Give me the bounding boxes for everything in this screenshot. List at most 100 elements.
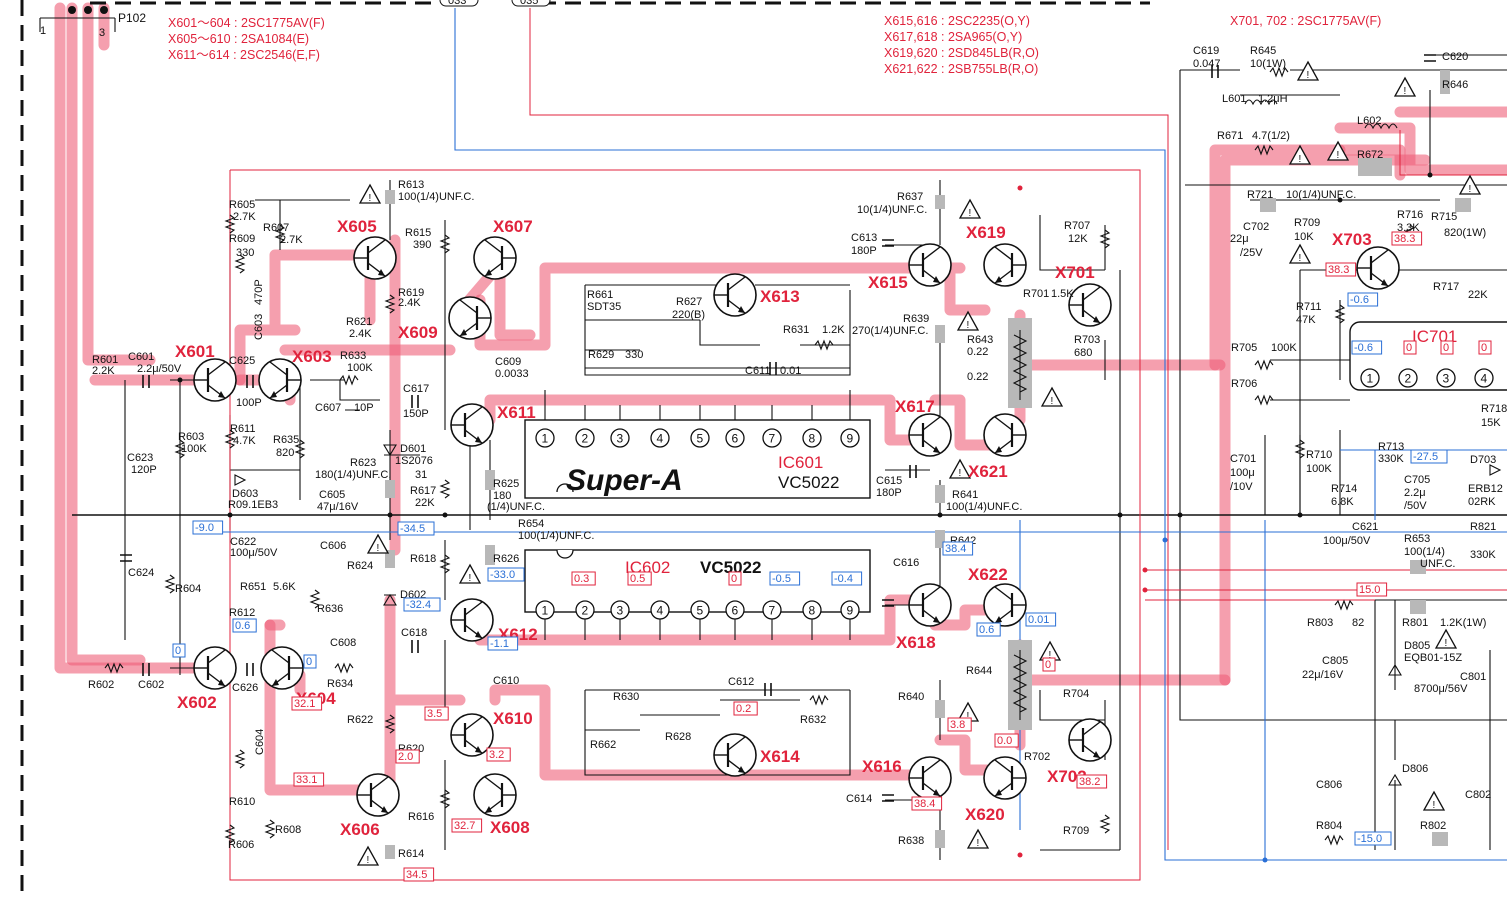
svg-text:100μ: 100μ	[1230, 467, 1255, 479]
svg-text:033: 033	[448, 0, 466, 7]
svg-text:R653: R653	[1404, 533, 1430, 545]
voltage-tag: 32.7	[451, 818, 483, 833]
svg-text:D806: D806	[1402, 763, 1428, 775]
svg-text:5: 5	[697, 604, 704, 618]
svg-text:R717: R717	[1433, 281, 1459, 293]
svg-text:C705: C705	[1404, 474, 1430, 486]
warning-icons: !!!!!!!!!!!!!!!!!!!	[356, 60, 1482, 866]
ic-pin: 8	[802, 600, 822, 620]
ic-pin: 4	[650, 428, 670, 448]
svg-text:2.2μ/50V: 2.2μ/50V	[137, 363, 182, 375]
svg-text:C606: C606	[320, 540, 346, 552]
svg-text:R821: R821	[1470, 521, 1496, 533]
svg-text:390: 390	[413, 239, 431, 251]
ic-pin: 7	[762, 600, 782, 620]
svg-text:R614: R614	[398, 848, 424, 860]
svg-text:180(1/4)UNF.C.: 180(1/4)UNF.C.	[315, 469, 391, 481]
svg-text:D603: D603	[232, 488, 258, 500]
svg-text:3: 3	[617, 432, 624, 446]
ic-pin: 2	[575, 600, 595, 620]
svg-text:8: 8	[809, 604, 816, 618]
ic-pin: 7	[762, 428, 782, 448]
svg-text:R612: R612	[229, 607, 255, 619]
svg-text:10(1/4)UNF.C.: 10(1/4)UNF.C.	[1286, 189, 1356, 201]
svg-text:C602: C602	[138, 679, 164, 691]
svg-text:R714: R714	[1331, 483, 1357, 495]
svg-text:100K: 100K	[181, 443, 207, 455]
svg-text:C801: C801	[1460, 671, 1486, 683]
transistor-symbol	[473, 236, 517, 280]
svg-text:R803: R803	[1307, 617, 1333, 629]
svg-text:10K: 10K	[1294, 231, 1314, 243]
svg-text:22μ: 22μ	[1230, 233, 1249, 245]
svg-text:UNF.C.: UNF.C.	[1420, 558, 1455, 570]
ic-pin: 9	[840, 428, 860, 448]
svg-text:3.2: 3.2	[489, 749, 504, 761]
svg-text:R703: R703	[1074, 334, 1100, 346]
svg-text:C616: C616	[893, 557, 919, 569]
svg-text:X602: X602	[177, 693, 217, 712]
svg-text:X601～604 : 2SC1775AV(F): X601～604 : 2SC1775AV(F)	[168, 16, 325, 30]
svg-text:X618: X618	[896, 633, 936, 652]
svg-text:R615: R615	[405, 227, 431, 239]
svg-text:X601: X601	[175, 342, 215, 361]
svg-text:-33.0: -33.0	[490, 569, 515, 581]
transistor-symbol	[473, 773, 517, 817]
svg-text:R640: R640	[898, 691, 924, 703]
svg-text:9: 9	[847, 432, 854, 446]
svg-text:C614: C614	[846, 793, 872, 805]
voltage-tag: 0.5	[627, 571, 652, 586]
svg-text:6: 6	[732, 432, 739, 446]
svg-text:2.0: 2.0	[398, 751, 413, 763]
svg-text:R607: R607	[263, 222, 289, 234]
svg-text:0.6: 0.6	[235, 620, 250, 632]
svg-text:R603: R603	[178, 431, 204, 443]
svg-text:C609: C609	[495, 356, 521, 368]
svg-text:C701: C701	[1230, 453, 1256, 465]
svg-text:150P: 150P	[403, 408, 429, 420]
svg-text:C702: C702	[1243, 221, 1269, 233]
svg-text:R604: R604	[175, 583, 201, 595]
voltage-tag: 38.3	[1391, 231, 1423, 246]
svg-text:2: 2	[1405, 372, 1412, 386]
transistor-symbol	[713, 273, 757, 317]
voltage-tag: -0.6	[1351, 340, 1383, 355]
voltage-tag: 0	[728, 571, 742, 586]
transistor-symbol	[353, 236, 397, 280]
svg-text:R702: R702	[1024, 751, 1050, 763]
svg-text:!: !	[1469, 184, 1472, 195]
voltage-tag: -33.0	[487, 567, 525, 582]
svg-text:10(1/4)UNF.C.: 10(1/4)UNF.C.	[857, 204, 927, 216]
transistor-symbol	[1356, 246, 1400, 290]
svg-text:!: !	[1337, 150, 1340, 161]
svg-text:R705: R705	[1231, 342, 1257, 354]
warning-icon: !	[966, 828, 990, 849]
svg-text:4: 4	[657, 604, 664, 618]
svg-text:X620: X620	[965, 805, 1005, 824]
svg-text:180P: 180P	[876, 487, 902, 499]
warning-icon: !	[948, 458, 972, 479]
svg-text:!: !	[967, 320, 970, 331]
voltage-tag: -9.0	[192, 520, 224, 535]
svg-text:X614: X614	[760, 747, 800, 766]
warning-icon: !	[366, 533, 390, 554]
transistor-symbol	[193, 646, 237, 690]
svg-text:R715: R715	[1431, 211, 1457, 223]
svg-text:7: 7	[769, 604, 776, 618]
svg-text:330K: 330K	[1470, 549, 1496, 561]
svg-text:X621,622 : 2SB755LB(R,O): X621,622 : 2SB755LB(R,O)	[884, 62, 1038, 76]
svg-text:R630: R630	[613, 691, 639, 703]
svg-text:2.4K: 2.4K	[398, 297, 421, 309]
svg-text:330K: 330K	[1378, 453, 1404, 465]
voltage-tag: 3.5	[424, 706, 449, 721]
svg-text:R644: R644	[966, 665, 992, 677]
svg-text:!: !	[369, 193, 372, 204]
ic601-part: VC5022	[778, 473, 839, 492]
svg-text:X613: X613	[760, 287, 800, 306]
svg-text:R661: R661	[587, 289, 613, 301]
svg-text:0.047: 0.047	[1193, 58, 1221, 70]
connector-pin3: 3	[99, 27, 105, 39]
svg-text:100(1/4): 100(1/4)	[1404, 546, 1445, 558]
